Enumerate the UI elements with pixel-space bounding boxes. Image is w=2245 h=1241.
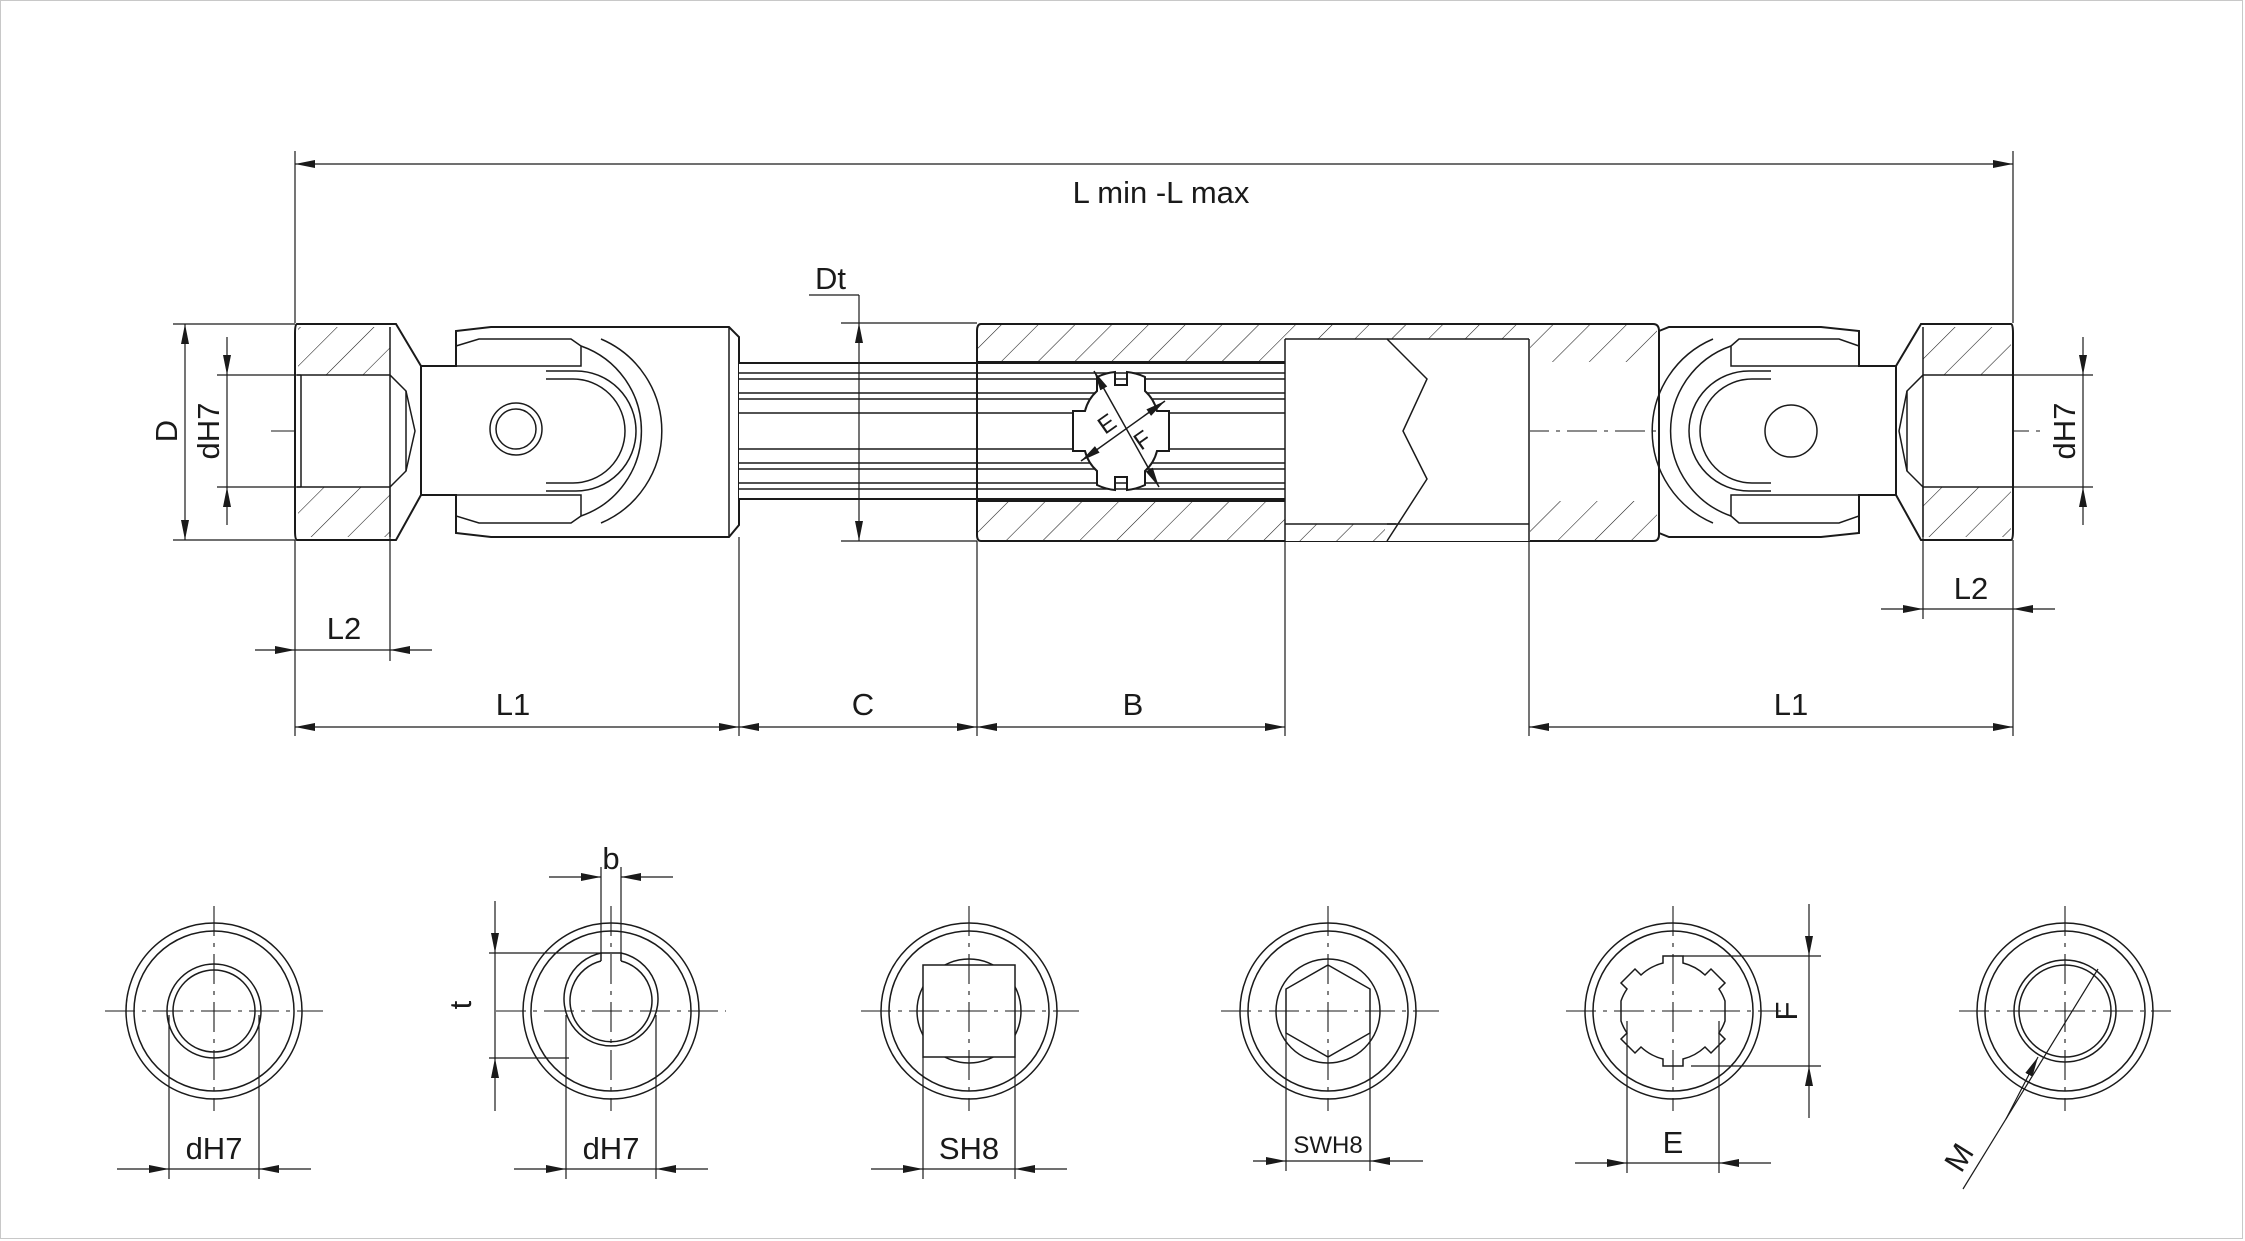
keyway-depth-label: t <box>443 1000 478 1009</box>
section-keyway-bore: b t dH7 <box>443 841 726 1179</box>
outer-dia-label: D <box>149 420 184 442</box>
keyway-width-label: b <box>602 841 619 876</box>
section-spline: F E <box>1566 904 1821 1173</box>
left-l2-label: L2 <box>327 611 361 646</box>
splined-shaft <box>739 362 1320 500</box>
right-l2-label: L2 <box>1954 571 1988 606</box>
right-l1-label: L1 <box>1774 687 1808 722</box>
left-bore-label: dH7 <box>191 403 226 460</box>
right-hub <box>1895 323 2014 541</box>
b-length-label: B <box>1123 687 1144 722</box>
hexagon-label: SWH8 <box>1293 1132 1362 1159</box>
outer-tube <box>976 323 1660 542</box>
section-square: SH8 <box>861 906 1079 1179</box>
plain-bore-label: dH7 <box>186 1131 243 1166</box>
spline-section: E F <box>1072 370 1170 492</box>
shaft-elevation: E F L min -L ma <box>149 151 2093 736</box>
spline-f-section-label: F <box>1769 1002 1804 1021</box>
right-yoke <box>1651 326 1897 538</box>
section-hexagon: SWH8 <box>1221 906 1439 1171</box>
left-hub <box>294 323 422 541</box>
c-length-label: C <box>852 687 874 722</box>
overall-length-label: L min -L max <box>1073 175 1250 210</box>
left-yoke <box>420 326 740 538</box>
section-thread: M <box>1937 906 2171 1190</box>
section-plain-bore: dH7 <box>105 906 323 1179</box>
left-l1-label: L1 <box>496 687 530 722</box>
tube-dia-label: Dt <box>815 261 846 296</box>
square-label: SH8 <box>939 1131 999 1166</box>
right-bore-label: dH7 <box>2047 403 2082 460</box>
spline-e-section-label: E <box>1663 1125 1684 1160</box>
keyway-bore-label: dH7 <box>583 1131 640 1166</box>
